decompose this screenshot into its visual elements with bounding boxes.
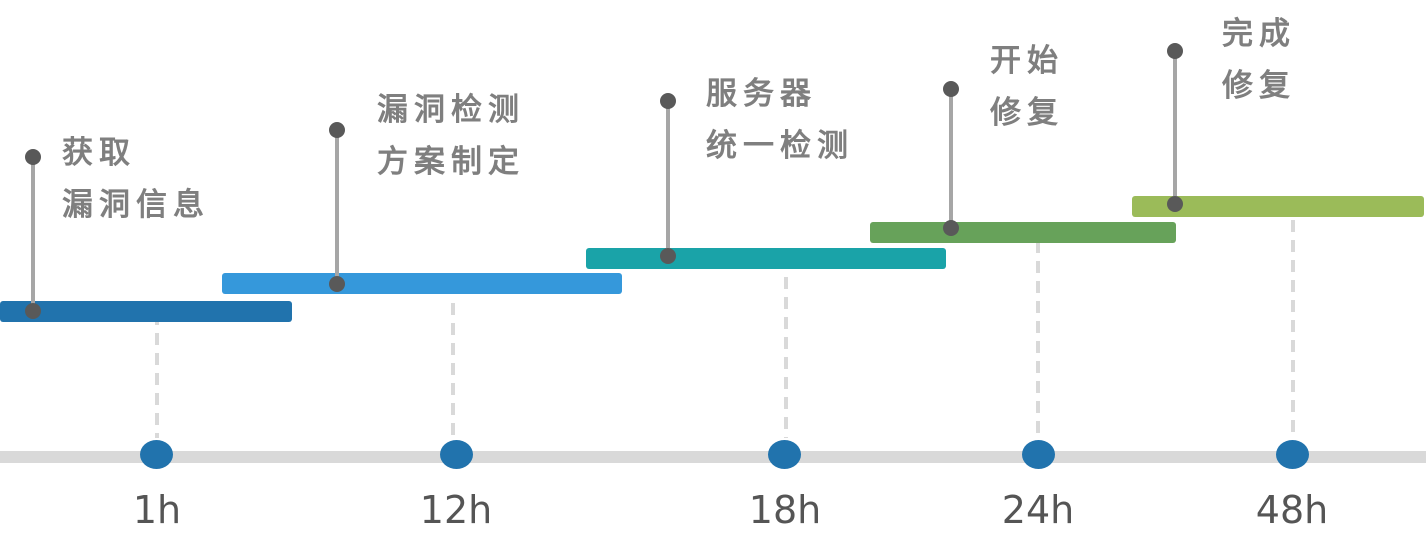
stage-pin-bottom-5 (1167, 196, 1183, 212)
stage-pin-top-1 (25, 149, 41, 165)
stage-label-3-line1: 服务器 (706, 76, 817, 112)
stage-label-2-line2: 方案制定 (377, 144, 525, 180)
stage-label-5-line1: 完成 (1222, 16, 1296, 52)
tick-marker-12h (440, 440, 473, 469)
stage-pin-bottom-3 (660, 248, 676, 264)
stage-bar-5 (1132, 196, 1424, 217)
stage-label-3-line2: 统一检测 (706, 128, 854, 164)
stage-stem-3 (666, 101, 670, 256)
guide-line-24h (1036, 241, 1040, 438)
guide-line-1h (155, 313, 159, 438)
tick-marker-1h (140, 440, 173, 469)
stage-pin-top-3 (660, 93, 676, 109)
stage-bar-1 (0, 301, 292, 322)
stage-label-3: 服务器 统一检测 (706, 68, 854, 172)
stage-stem-2 (335, 130, 339, 284)
stage-label-5-line2: 修复 (1222, 68, 1296, 104)
stage-label-4-line2: 修复 (990, 95, 1064, 131)
stage-pin-bottom-1 (25, 303, 41, 319)
stage-label-1: 获取 漏洞信息 (62, 127, 210, 231)
tick-marker-24h (1022, 440, 1055, 469)
guide-line-48h (1291, 220, 1295, 438)
guide-line-12h (451, 303, 455, 438)
stage-bar-2 (222, 273, 622, 294)
stage-label-4-line1: 开始 (990, 43, 1064, 79)
tick-marker-48h (1276, 440, 1309, 469)
stage-bar-3 (586, 248, 946, 269)
stage-label-5: 完成 修复 (1222, 8, 1296, 112)
timeline-axis (0, 451, 1426, 463)
tick-label-24h: 24h (1001, 488, 1075, 532)
stage-label-2-line1: 漏洞检测 (377, 92, 525, 128)
stage-pin-top-4 (943, 81, 959, 97)
stage-stem-1 (31, 157, 35, 311)
stage-stem-4 (949, 89, 953, 228)
guide-line-18h (784, 277, 788, 438)
tick-label-12h: 12h (419, 488, 493, 532)
tick-marker-18h (768, 440, 801, 469)
tick-label-48h: 48h (1255, 488, 1329, 532)
stage-label-2: 漏洞检测 方案制定 (377, 84, 525, 188)
stage-label-4: 开始 修复 (990, 35, 1064, 139)
tick-label-1h: 1h (132, 488, 182, 532)
stage-pin-top-5 (1167, 43, 1183, 59)
stage-bar-4 (870, 222, 1176, 243)
stage-pin-top-2 (329, 122, 345, 138)
stage-label-1-line2: 漏洞信息 (62, 187, 210, 223)
stage-stem-5 (1173, 51, 1177, 204)
tick-label-18h: 18h (748, 488, 822, 532)
stage-pin-bottom-4 (943, 220, 959, 236)
stage-pin-bottom-2 (329, 276, 345, 292)
stage-label-1-line1: 获取 (62, 135, 136, 171)
